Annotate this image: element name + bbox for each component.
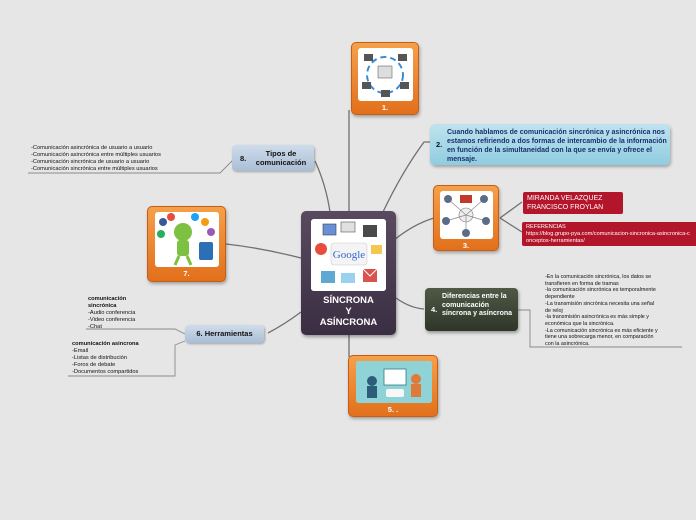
google-logo: Google [333, 249, 366, 261]
node-8-label-line2: comunicación [255, 157, 307, 167]
underline-sincronica [86, 328, 186, 335]
node-2-definition[interactable]: 2. Cuando hablamos de comunicación sincr… [430, 124, 670, 165]
list-item: -Documentos compartidos [72, 369, 139, 376]
list-item: transfieren en forma de tramas [545, 280, 619, 287]
list-item: -Video conferencia [88, 317, 136, 324]
list-item: -Audio conferencia [88, 310, 136, 317]
central-topic[interactable]: Google SÍNCRONA Y ASÍNCRONA [301, 211, 396, 335]
network-users-image [358, 48, 413, 101]
node-1-card[interactable]: 1. [351, 42, 419, 115]
list-item: de reloj [545, 307, 563, 314]
node-7-card[interactable]: 7. [147, 206, 226, 282]
note-asincrona: comunicación asincrona -Email -Listas de… [72, 341, 139, 376]
references-box[interactable]: REFERENCIAS https://blog.grupo-pya.com/c… [522, 222, 696, 246]
node-6-herramientas[interactable]: 6. Herramientas [185, 325, 264, 343]
central-title-line1: SÍNCRONA [323, 295, 374, 306]
node-5-caption: 5. . [387, 405, 399, 414]
list-item: -la comunicación sincrónica es temporalm… [545, 287, 656, 294]
list-item: -La transmisión sincrónica necesita una … [545, 300, 655, 307]
node-4-text: Diferencias entre la comunicación síncro… [442, 293, 513, 317]
references-title: REFERENCIAS [526, 224, 566, 230]
list-item: -Listas de distribución [72, 355, 128, 362]
connector-n8 [314, 160, 331, 213]
connector-n4 [395, 297, 425, 310]
central-title: SÍNCRONA Y ASÍNCRONA [301, 295, 396, 328]
users-network-image [440, 191, 493, 239]
central-image: Google [311, 219, 386, 291]
node-8-label-line1: Tipos de [265, 149, 297, 158]
list-item: -Comunicación sincrónica entre múltiples… [31, 166, 158, 173]
node-3-caption: 3. [462, 241, 470, 250]
connector-n3 [393, 217, 435, 241]
note-asincrona-heading: comunicación asincrona [72, 341, 139, 347]
references-authors: MIRANDA VELAZQUEZ FRANCISCO FROYLAN [523, 192, 623, 214]
node-8-number: 8. [240, 154, 247, 163]
node-4-number: 4. [431, 305, 438, 314]
node-8-label: Tipos de comunicación [251, 149, 311, 167]
node-3-card[interactable]: 3. [433, 185, 499, 251]
connector-n6 [267, 311, 302, 334]
references-url[interactable]: https://blog.grupo-pya.com/comunicacion-… [526, 231, 690, 244]
list-item: con la asincrónica. [545, 341, 590, 348]
note-sincronica-heading-1: comunicación [88, 296, 127, 302]
connector-n7 [225, 243, 302, 259]
note-sincronica: comunicación sincrónica -Audio conferenc… [88, 296, 135, 331]
node-4-differences[interactable]: 4. Diferencias entre la comunicación sín… [425, 288, 518, 331]
node-2-text: Cuando hablamos de comunicación sincróni… [447, 129, 667, 163]
node-7-caption: 7. [183, 269, 190, 278]
node-8-tipos[interactable]: 8. Tipos de comunicación [232, 145, 314, 171]
connector-n2 [382, 141, 430, 213]
node-1-caption: 1. [381, 103, 389, 112]
central-title-line2: Y [345, 306, 352, 317]
online-communication-image [356, 361, 432, 403]
underline-diferencias [518, 309, 682, 348]
note-tipos-list: -Comunicación asincrónica de usuario a u… [31, 145, 161, 173]
list-item: -Comunicación asincrónica entre múltiple… [31, 152, 161, 159]
connector-ref1 [499, 201, 523, 219]
connector-ref2 [499, 217, 523, 233]
list-item: -la transmisión asincrónica es más simpl… [545, 314, 649, 321]
list-item: -Email [72, 348, 89, 355]
underline-asincrona [68, 340, 186, 377]
node-5-card[interactable]: 5. . [348, 355, 438, 417]
list-item: tiene una sobrecarga menor, en comparaci… [545, 334, 654, 341]
list-item: -En la comunicación sincrónica, los dato… [545, 274, 652, 280]
list-item: dependiente [545, 294, 575, 301]
social-icons-image [155, 212, 219, 267]
underline-tipos [28, 159, 234, 174]
list-item: -Comunicación asincrónica de usuario a u… [31, 145, 153, 151]
node-2-number: 2. [436, 140, 443, 149]
list-item: -Chat [88, 324, 102, 331]
note-sincronica-heading-2: sincrónica [88, 303, 117, 310]
central-title-line3: ASÍNCRONA [319, 317, 378, 328]
list-item: -Comunicación sincrónica de usuario a us… [31, 159, 150, 166]
list-item: económica que la sincrónica. [545, 320, 615, 327]
list-item: -Foros de debate [72, 362, 116, 369]
note-diferencias: -En la comunicación sincrónica, los dato… [545, 274, 658, 348]
list-item: -La comunicación sincrónica es más efici… [545, 327, 658, 334]
